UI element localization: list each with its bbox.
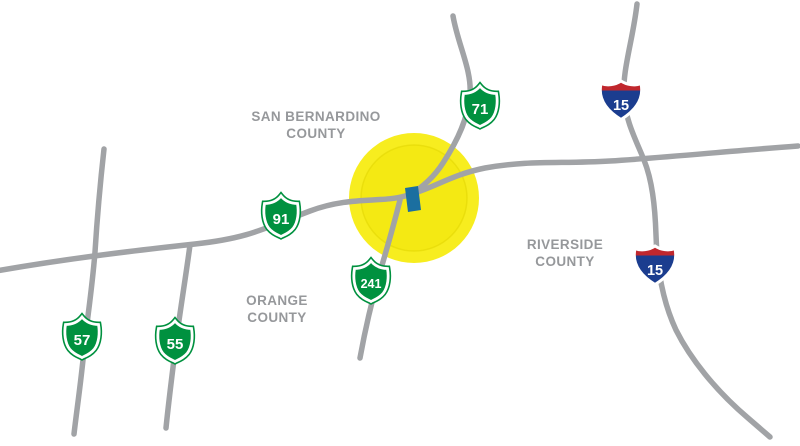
shield-number-55: 55 bbox=[167, 336, 184, 353]
shield-white-outline bbox=[598, 79, 644, 122]
county-suffix: COUNTY bbox=[535, 254, 595, 269]
shield-body bbox=[461, 83, 499, 129]
road-sr57 bbox=[71, 146, 107, 437]
route-shield-71: 71 bbox=[459, 81, 501, 130]
shield-number-91: 91 bbox=[273, 211, 290, 228]
interstate-15-shield-north: 15 bbox=[598, 79, 644, 122]
shield-body bbox=[156, 318, 194, 364]
shield-body bbox=[63, 314, 101, 360]
route-shield-241: 241 bbox=[350, 256, 392, 305]
interstate-15-shield-south: 15 bbox=[632, 244, 678, 287]
shield-red-band bbox=[600, 81, 642, 91]
shield-red-band bbox=[634, 246, 676, 256]
county-suffix: COUNTY bbox=[286, 126, 346, 141]
shield-body bbox=[262, 193, 300, 239]
county-name: RIVERSIDE bbox=[526, 237, 604, 252]
county-label-orange: ORANGE COUNTY bbox=[197, 292, 357, 326]
county-label-san-bernardino: SAN BERNARDINO COUNTY bbox=[216, 108, 416, 142]
county-suffix: COUNTY bbox=[247, 310, 307, 325]
route-shield-57: 57 bbox=[61, 312, 103, 361]
shield-number-71: 71 bbox=[472, 101, 489, 118]
shield-number-241: 241 bbox=[361, 277, 382, 291]
road-sr71 bbox=[405, 13, 473, 199]
county-name: SAN BERNARDINO bbox=[251, 109, 381, 124]
route-shield-91: 91 bbox=[260, 191, 302, 240]
shield-white-outline bbox=[632, 244, 678, 287]
road-sr91 bbox=[0, 143, 800, 274]
shield-number-57: 57 bbox=[74, 332, 91, 349]
route-shield-55: 55 bbox=[154, 316, 196, 365]
project-site-marker bbox=[405, 186, 421, 212]
shield-body bbox=[352, 258, 390, 304]
county-label-riverside: RIVERSIDE COUNTY bbox=[485, 236, 645, 270]
county-name: ORANGE bbox=[246, 293, 308, 308]
road-i15 bbox=[621, 1, 773, 440]
shield-number-15-south: 15 bbox=[647, 263, 663, 279]
shield-number-15-north: 15 bbox=[613, 98, 629, 114]
